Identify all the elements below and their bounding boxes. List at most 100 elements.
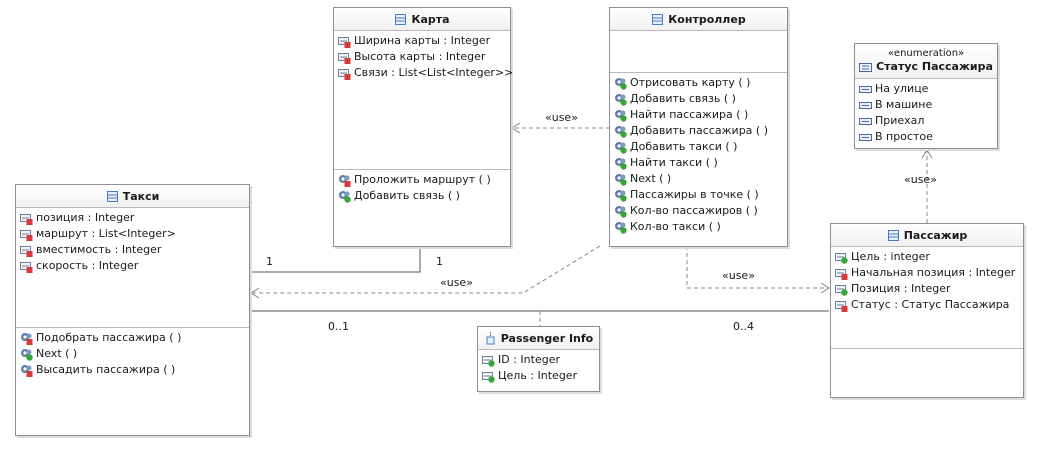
public-method-icon xyxy=(614,189,627,202)
public-method-icon xyxy=(614,205,627,218)
member-text: Начальная позиция : Integer xyxy=(851,266,1016,279)
member-item[interactable]: Найти пассажира ( ) xyxy=(614,107,783,123)
member-item[interactable]: Статус : Статус Пассажира xyxy=(835,297,1019,313)
member-text: Подобрать пассажира ( ) xyxy=(36,331,182,344)
member-text: ID : Integer xyxy=(498,353,560,366)
attributes-compartment: позиция : Integer маршрут : List<Integer>… xyxy=(16,208,249,328)
member-item[interactable]: Найти такси ( ) xyxy=(614,155,783,171)
attributes-compartment xyxy=(610,31,787,73)
private-field-icon xyxy=(20,212,33,225)
public-method-icon xyxy=(614,93,627,106)
member-text: позиция : Integer xyxy=(36,211,135,224)
association-class-icon xyxy=(484,331,497,345)
member-item[interactable]: Высота карты : Integer xyxy=(338,49,506,65)
member-item[interactable]: Кол-во такси ( ) xyxy=(614,219,783,235)
member-item[interactable]: ID : Integer xyxy=(482,352,595,368)
class-controller-header: Контроллер xyxy=(610,8,787,31)
multiplicity-taxi-karta: 1 xyxy=(266,255,273,268)
member-text: Найти пассажира ( ) xyxy=(630,108,749,121)
enum-literal-icon xyxy=(859,131,872,144)
class-info-header: Passenger Info xyxy=(478,327,599,350)
member-item[interactable]: Next ( ) xyxy=(614,171,783,187)
member-text: Ширина карты : Integer xyxy=(354,34,491,47)
member-item[interactable]: Кол-во пассажиров ( ) xyxy=(614,203,783,219)
public-method-icon xyxy=(614,77,627,90)
public-method-icon xyxy=(20,348,33,361)
public-method-icon xyxy=(614,109,627,122)
member-text: маршрут : List<Integer> xyxy=(36,227,176,240)
private-field-icon xyxy=(20,244,33,257)
private-field-icon xyxy=(338,67,351,80)
public-method-icon xyxy=(614,141,627,154)
member-text: Цель : Integer xyxy=(498,369,578,382)
private-field-icon xyxy=(338,35,351,48)
member-item[interactable]: Связи : List<List<Integer>> xyxy=(338,65,513,81)
member-item[interactable]: Подобрать пассажира ( ) xyxy=(20,330,245,346)
member-item[interactable]: Позиция : Integer xyxy=(835,281,1019,297)
member-text: Добавить пассажира ( ) xyxy=(630,124,768,137)
member-text: Найти такси ( ) xyxy=(630,156,718,169)
member-item[interactable]: Добавить связь ( ) xyxy=(338,188,506,204)
class-name: Карта xyxy=(411,12,450,26)
member-item[interactable]: маршрут : List<Integer> xyxy=(20,226,245,242)
member-text: Next ( ) xyxy=(630,172,672,185)
member-text: В машине xyxy=(875,98,933,111)
class-name: Такси xyxy=(122,189,160,203)
use-label-status: «use» xyxy=(904,173,937,186)
member-text: Приехал xyxy=(875,114,925,127)
member-item[interactable]: позиция : Integer xyxy=(20,210,245,226)
member-item[interactable]: Высадить пассажира ( ) xyxy=(20,362,245,378)
class-controller[interactable]: Контроллер Отрисовать карту ( )Добавить … xyxy=(609,7,788,247)
public-field-icon xyxy=(835,283,848,296)
class-taxi[interactable]: Такси позиция : Integer маршрут : List<In… xyxy=(15,184,250,436)
class-name: Passenger Info xyxy=(500,331,594,345)
operations-compartment xyxy=(831,349,1023,353)
dep-controller-passenger[interactable] xyxy=(686,246,829,289)
member-text: Добавить связь ( ) xyxy=(354,189,460,202)
member-item[interactable]: Добавить такси ( ) xyxy=(614,139,783,155)
operations-compartment: Проложить маршрут ( )Добавить связь ( ) xyxy=(334,170,510,206)
multiplicity-karta-taxi: 1 xyxy=(436,255,443,268)
member-item[interactable]: скорость : Integer xyxy=(20,258,245,274)
member-item[interactable]: Ширина карты : Integer xyxy=(338,33,506,49)
dep-controller-taxi[interactable] xyxy=(251,245,601,294)
assoc-taxi-karta[interactable] xyxy=(250,247,421,273)
member-item[interactable]: В простое xyxy=(859,129,993,145)
operations-compartment: Отрисовать карту ( )Добавить связь ( )На… xyxy=(610,73,787,237)
public-field-icon xyxy=(835,251,848,264)
enumeration-icon xyxy=(859,61,873,74)
member-text: Next ( ) xyxy=(36,347,78,360)
member-text: Позиция : Integer xyxy=(851,282,951,295)
private-field-icon xyxy=(835,299,848,312)
class-icon xyxy=(887,229,900,242)
member-item[interactable]: На улице xyxy=(859,81,993,97)
member-item[interactable]: Цель : Integer xyxy=(482,368,595,384)
operations-compartment: Подобрать пассажира ( ) Next ( ) Высадить … xyxy=(16,328,249,380)
member-item[interactable]: Начальная позиция : Integer xyxy=(835,265,1019,281)
member-item[interactable]: вместимость : Integer xyxy=(20,242,245,258)
public-method-icon xyxy=(614,125,627,138)
member-item[interactable]: Добавить пассажира ( ) xyxy=(614,123,783,139)
member-item[interactable]: Добавить связь ( ) xyxy=(614,91,783,107)
member-item[interactable]: Проложить маршрут ( ) xyxy=(338,172,506,188)
member-item[interactable]: Приехал xyxy=(859,113,993,129)
member-item[interactable]: Отрисовать карту ( ) xyxy=(614,75,783,91)
private-field-icon xyxy=(20,260,33,273)
member-item[interactable]: Next ( ) xyxy=(20,346,245,362)
member-item[interactable]: Пассажиры в точке ( ) xyxy=(614,187,783,203)
public-method-icon xyxy=(614,173,627,186)
member-item[interactable]: В машине xyxy=(859,97,993,113)
member-item[interactable]: Цель : integer xyxy=(835,249,1019,265)
enum-literal-icon xyxy=(859,115,872,128)
member-text: В простое xyxy=(875,130,933,143)
member-text: скорость : Integer xyxy=(36,259,139,272)
member-text: Высота карты : Integer xyxy=(354,50,486,63)
private-method-icon xyxy=(338,174,351,187)
